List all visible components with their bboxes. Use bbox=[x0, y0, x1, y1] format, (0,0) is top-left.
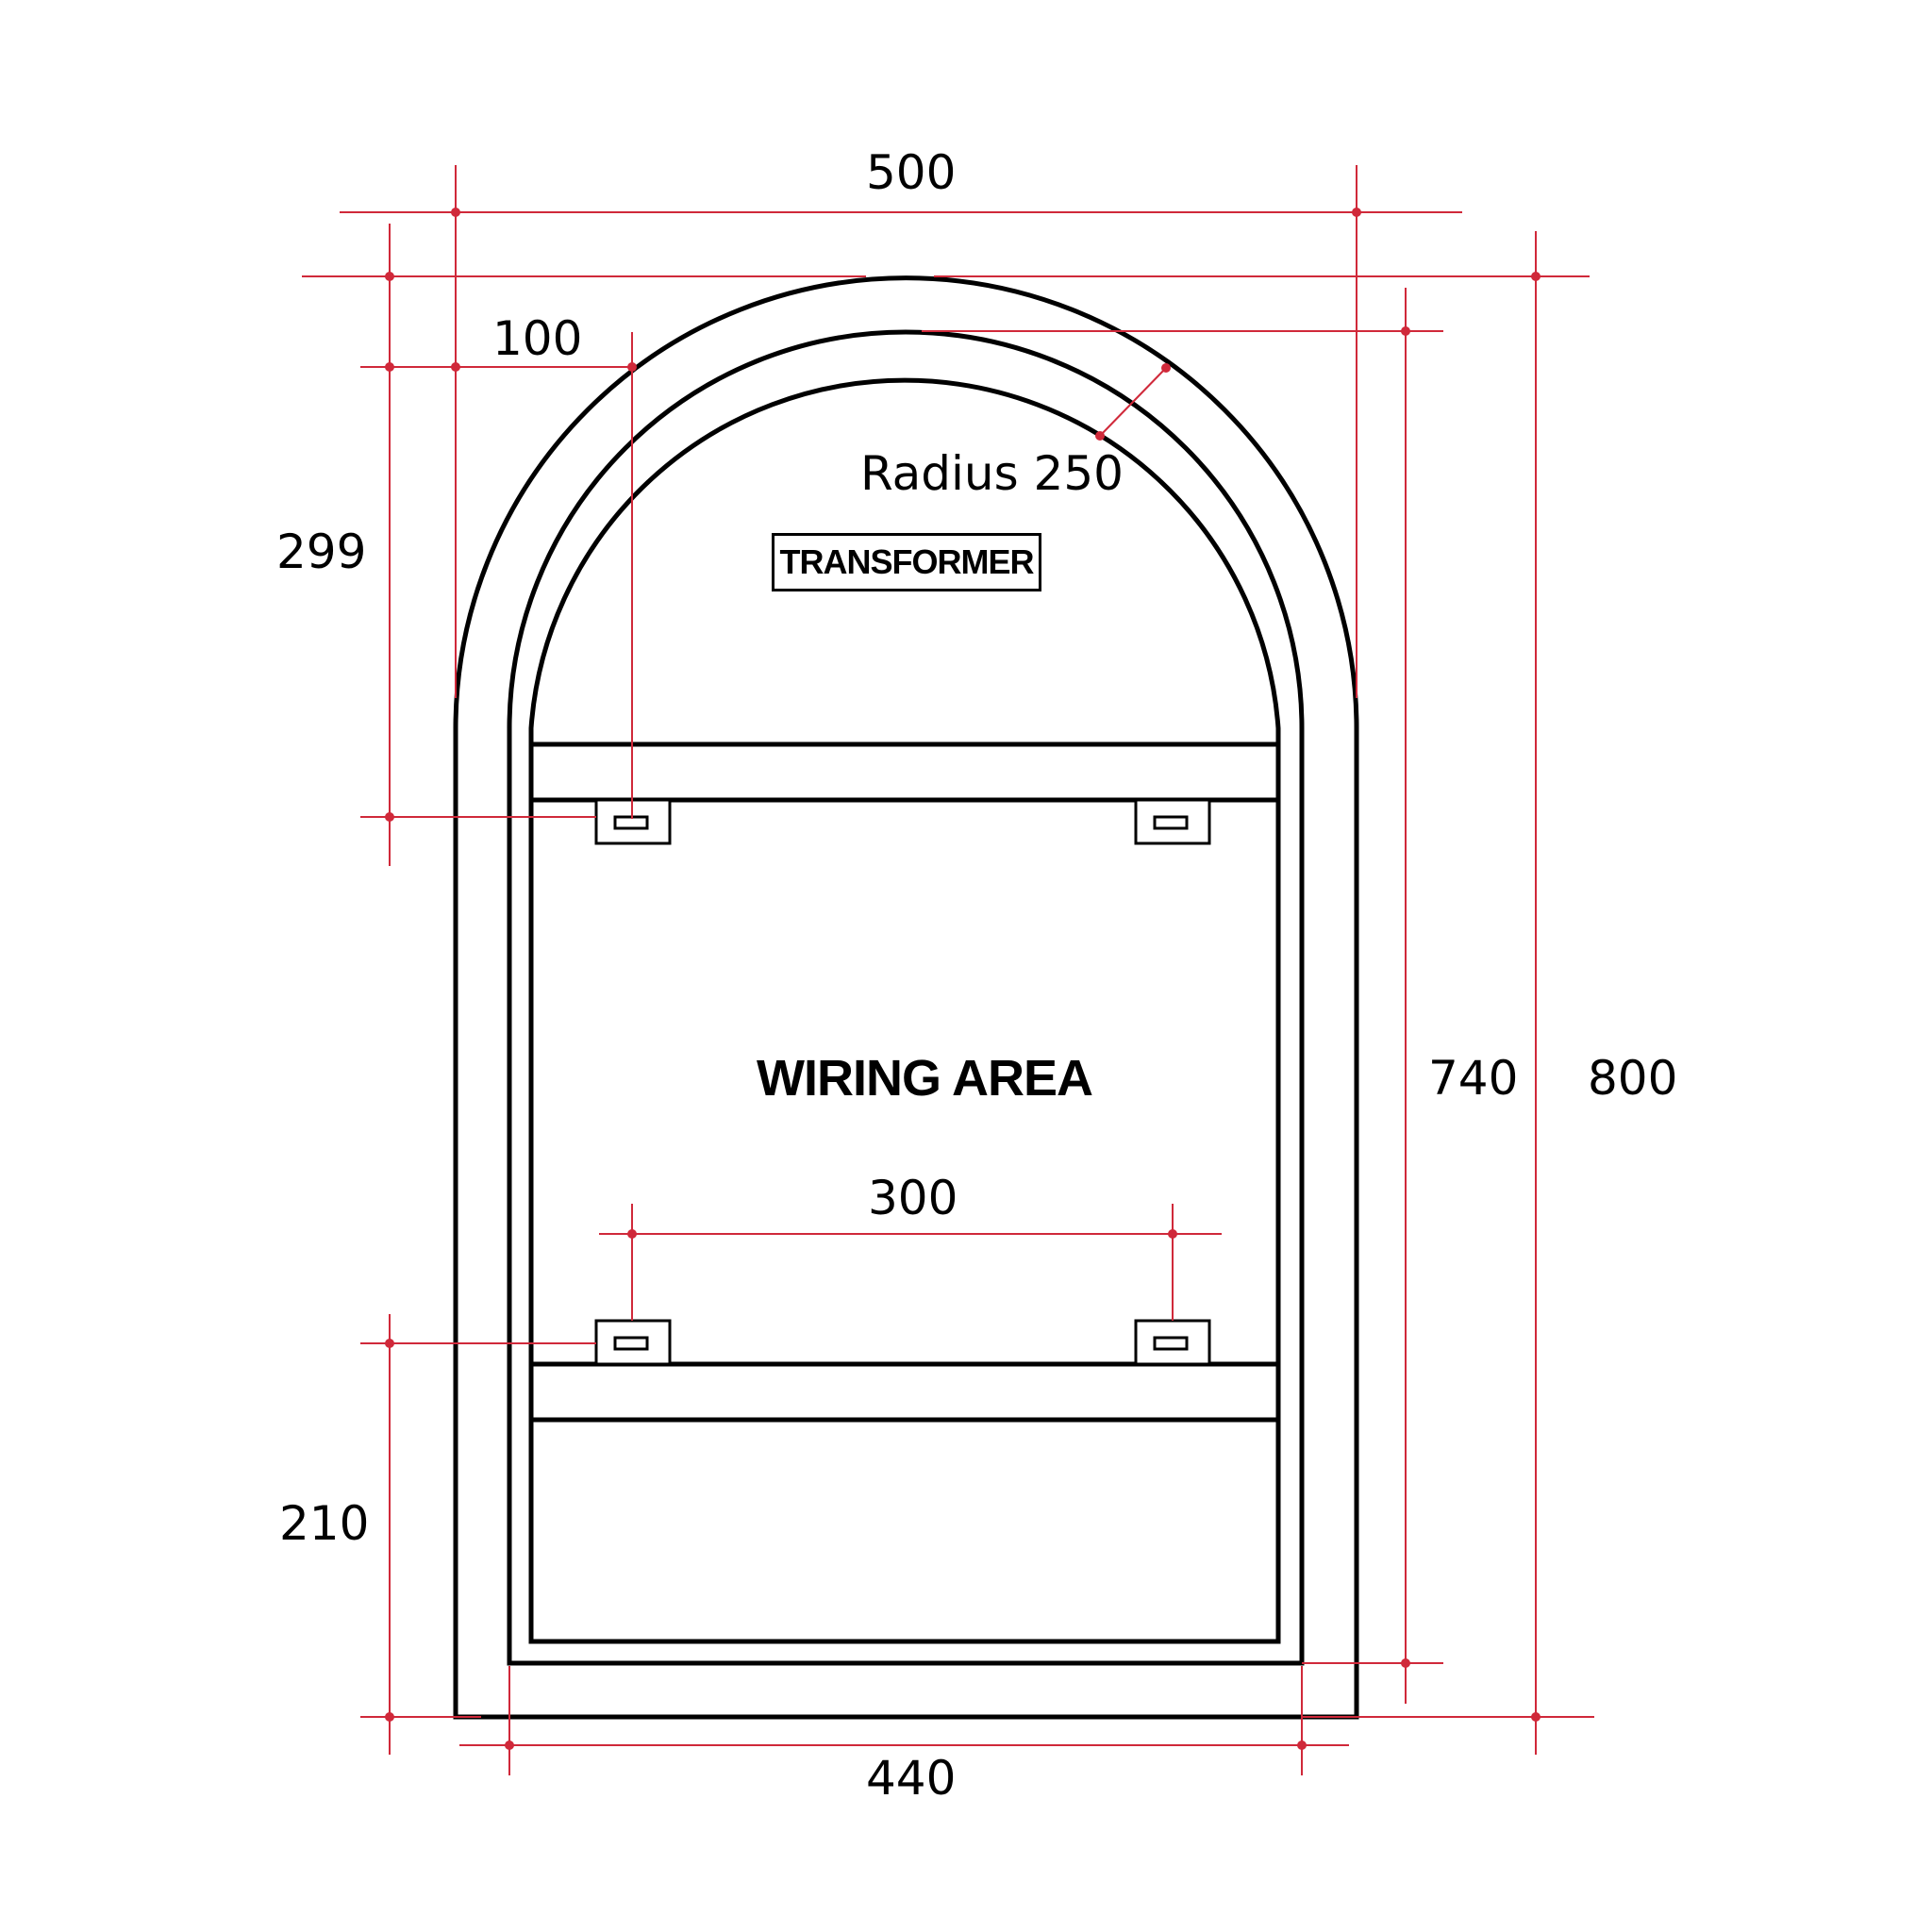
bracket-lower-left bbox=[594, 1319, 672, 1366]
label-bracket-spacing: 300 bbox=[868, 1171, 958, 1225]
label-overall-height: 800 bbox=[1588, 1051, 1678, 1106]
transformer-label: TRANSFORMER bbox=[779, 542, 1035, 581]
label-overall-width: 500 bbox=[866, 145, 957, 200]
bracket-lower-right bbox=[1134, 1319, 1211, 1366]
bracket-upper-right bbox=[1134, 798, 1211, 845]
outer-arch-outline bbox=[453, 275, 1359, 1720]
label-inner-height: 740 bbox=[1428, 1051, 1519, 1106]
dimension-bottom-to-lower-bracket bbox=[360, 1314, 596, 1755]
wiring-area-label: WIRING AREA bbox=[757, 1050, 1093, 1107]
dimension-top-to-upper-bracket bbox=[360, 224, 596, 866]
dimension-radius-leader bbox=[1095, 363, 1171, 441]
dimension-bracket-spacing bbox=[599, 1204, 1222, 1321]
dimension-inner-width bbox=[459, 1666, 1349, 1775]
dimension-side-offset bbox=[360, 332, 637, 819]
dimension-overall-width bbox=[340, 165, 1462, 698]
label-bottom-to-lower-bracket: 210 bbox=[279, 1496, 370, 1551]
dimension-overall-height bbox=[302, 231, 1594, 1755]
label-inner-width: 440 bbox=[866, 1751, 957, 1806]
label-side-offset: 100 bbox=[492, 311, 583, 366]
transformer-tag: TRANSFORMER bbox=[772, 533, 1041, 591]
dimension-inner-height bbox=[922, 288, 1443, 1704]
label-top-to-upper-bracket: 299 bbox=[276, 525, 367, 579]
inner-arch-outline bbox=[528, 377, 1281, 1644]
label-radius: Radius 250 bbox=[860, 446, 1124, 501]
middle-arch-outline bbox=[507, 329, 1305, 1666]
